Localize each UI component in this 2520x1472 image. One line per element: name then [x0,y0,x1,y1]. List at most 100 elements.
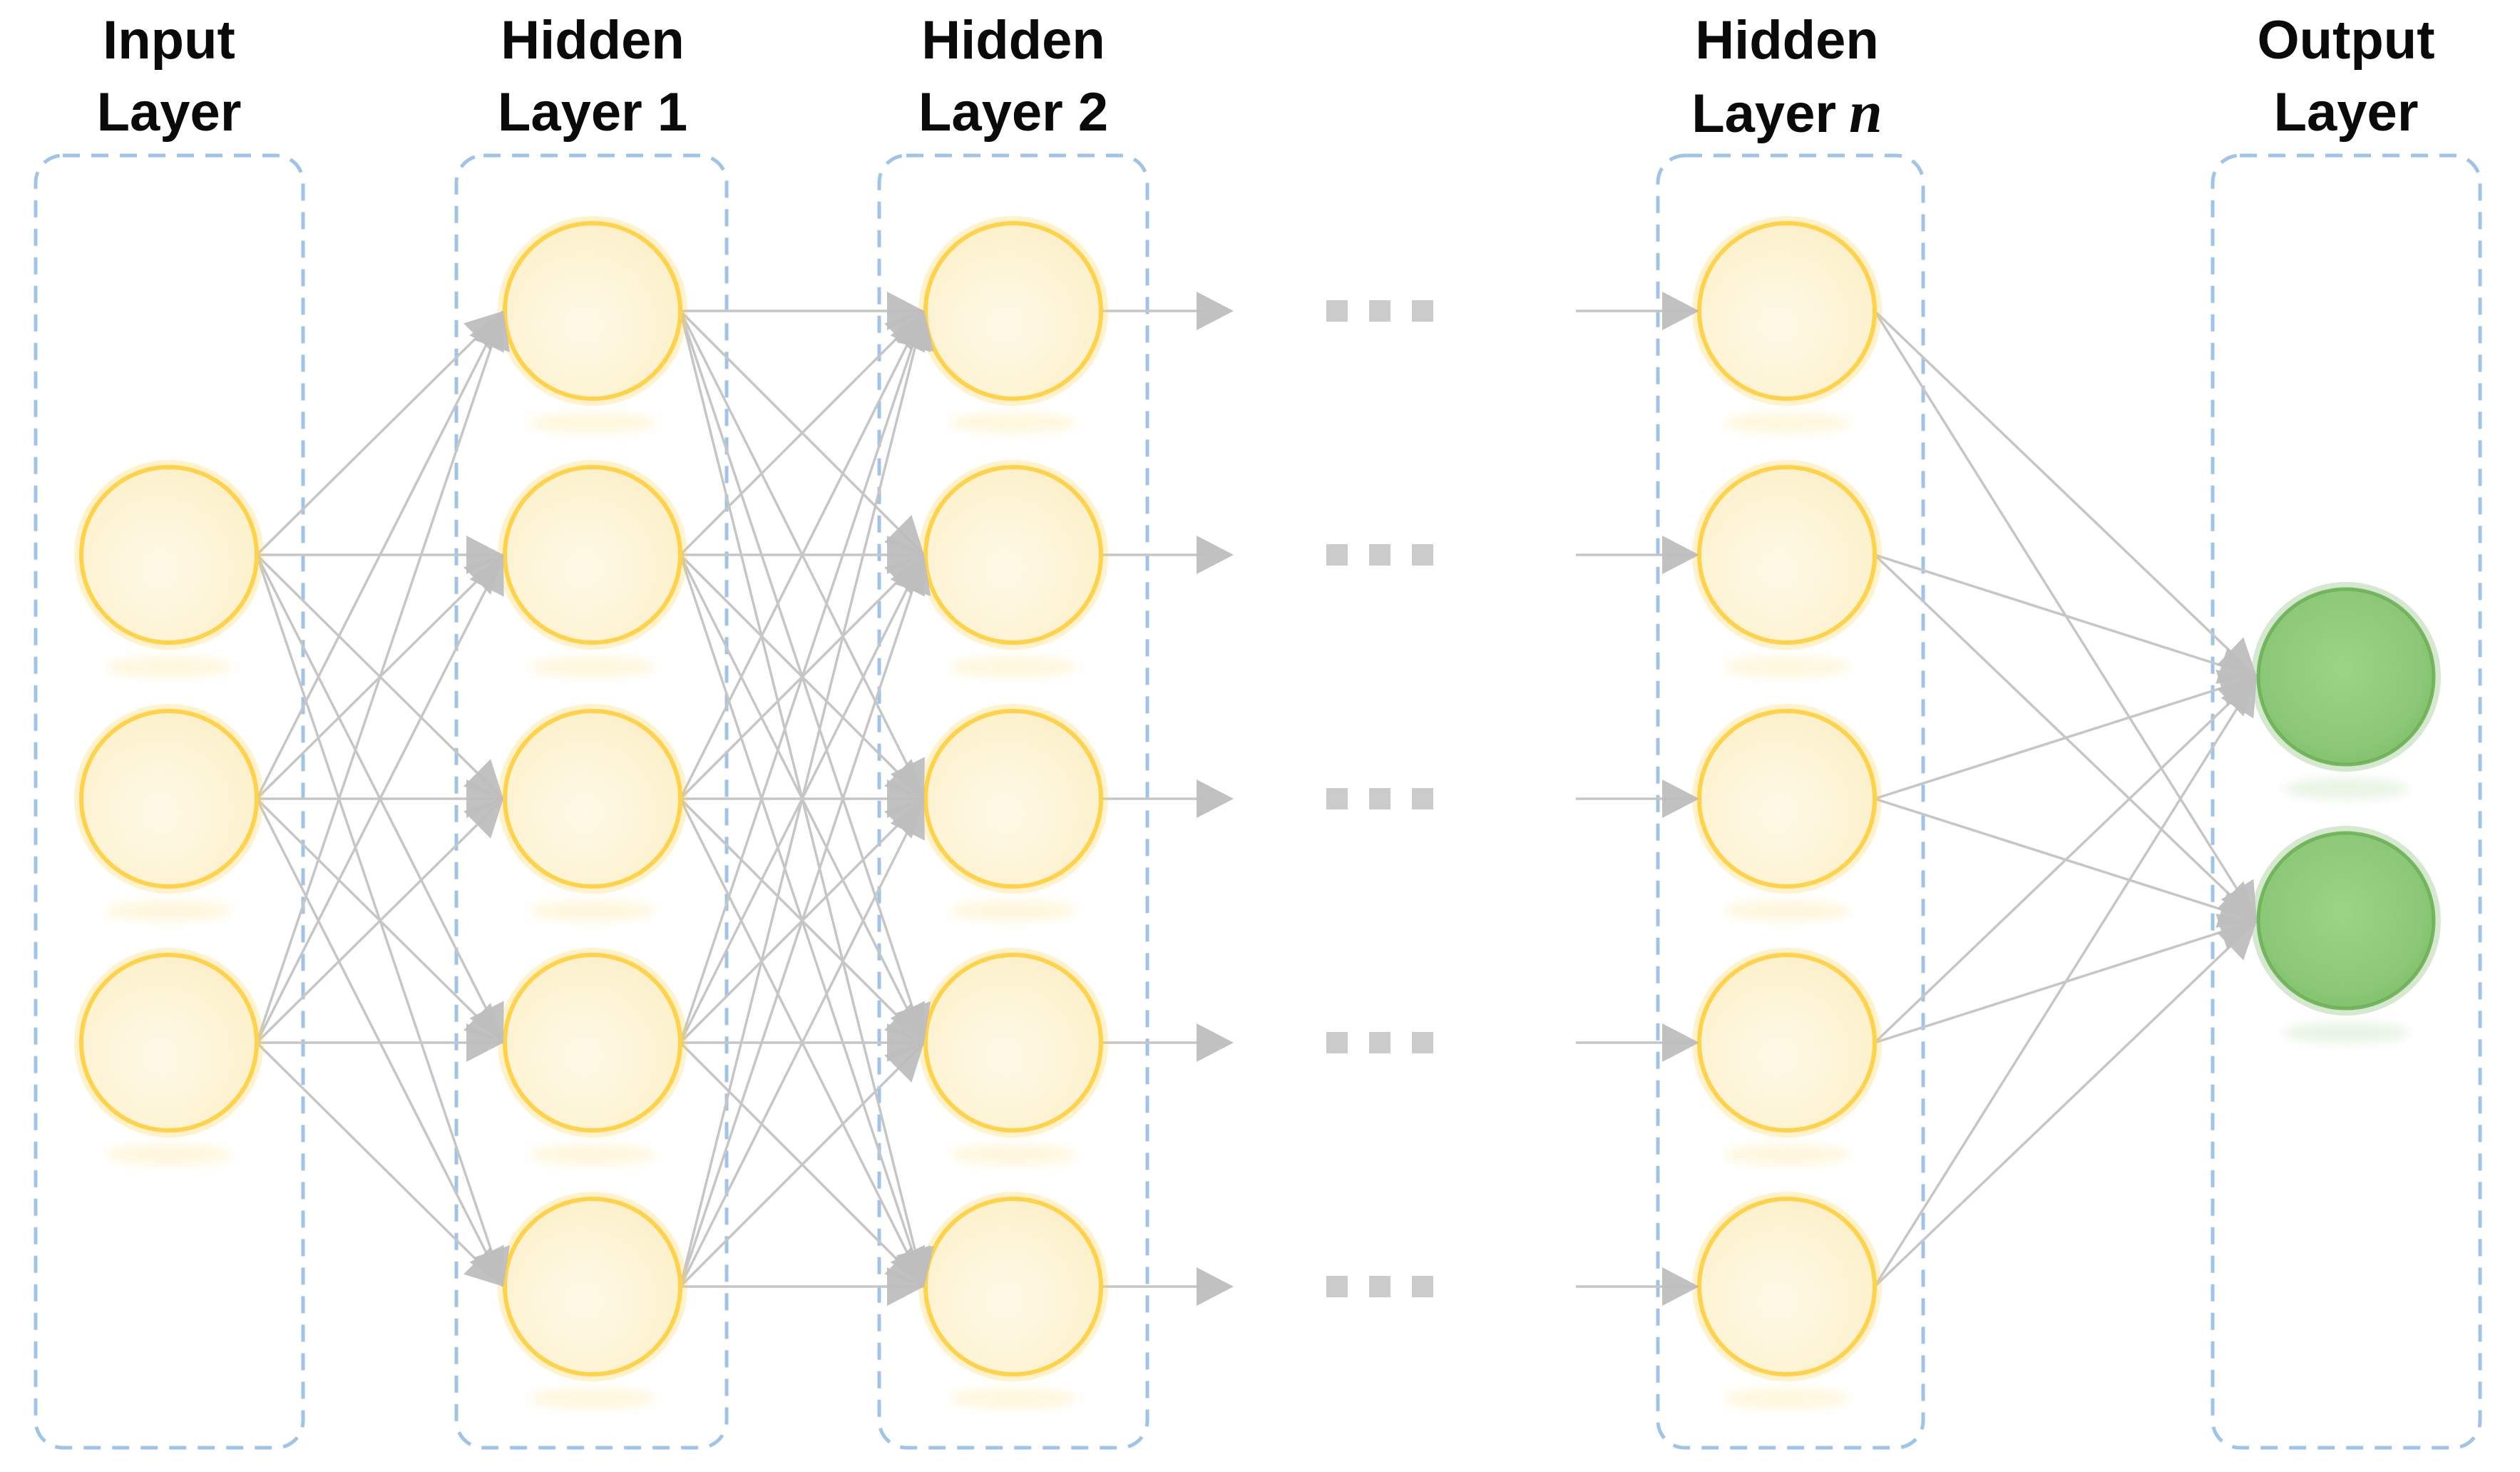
node-reflection [529,1144,656,1165]
label-text: Layer 1 [497,82,688,143]
layer-label-hidden-2: Hidden Layer 2 [918,4,1108,148]
connection-line [1873,676,2258,1287]
neuron-node-hidden-n [1697,465,1877,645]
node-reflection [1723,656,1850,678]
node-reflection [2283,1022,2409,1043]
layer-boxes [34,153,2482,1450]
layer-label-line1: Hidden [501,10,685,71]
neuron-node-hidden-2 [923,221,1103,401]
node-reflection [1723,900,1850,921]
ellipsis-square-icon [1412,544,1433,566]
connection-line [255,310,505,1043]
node-reflection [950,1144,1077,1165]
connection-line [255,310,505,799]
connection-line [255,554,505,1043]
neuron-node-input [79,709,259,889]
node-reflection [106,1144,232,1165]
node-reflection [106,656,232,678]
layer-label-line1: Output [2257,10,2435,71]
layer-box-input [34,153,305,1450]
arrowhead-icon [2216,921,2257,961]
node-glow [74,704,264,894]
layer-label-output: Output Layer [2257,4,2434,148]
layer-box-output [2211,153,2482,1450]
layer-box-hidden-2 [877,153,1149,1450]
neuron-node-hidden-n [1697,1197,1877,1376]
layer-label-line2: Layer [2257,76,2434,148]
arrowhead-icon [1197,1267,1234,1306]
ellipsis-marks [1326,300,1433,1297]
connection-line [1873,919,2258,1288]
node-reflection [950,1388,1077,1409]
arrowhead-icon [1662,292,1699,330]
neuron-node-hidden-2 [923,953,1103,1133]
connection-line [255,1041,505,1288]
arrowhead-icon [1197,536,1234,574]
node-reflection [1723,1388,1850,1409]
neuron-node-hidden-1 [503,709,682,889]
connection-line [1874,675,2258,800]
neuron-node-hidden-1 [503,953,682,1133]
node-reflection [1723,412,1850,434]
ellipsis-square-icon [1412,788,1433,809]
node-glow [498,1192,687,1381]
node-reflection [529,900,656,921]
layer-label-line1: Hidden [1695,10,1879,71]
node-reflection [529,412,656,434]
connection-line [1873,310,2258,678]
node-glow [498,216,687,406]
connection-line [679,798,926,1287]
label-text: Layer 2 [918,82,1109,143]
arrowhead-icon [887,1267,924,1306]
neuron-nodes [74,216,2441,1409]
connection-line [679,310,926,799]
ellipsis-square-icon [1412,300,1433,322]
arrowhead-icon [463,1247,503,1287]
arrowhead-icon [890,799,925,841]
label-text: Layer [2273,82,2419,143]
connection-line [255,797,505,1044]
connection-line [1873,675,2258,1044]
node-reflection [529,656,656,678]
ellipsis-square-icon [1369,788,1390,809]
arrowhead-icon [469,555,504,597]
node-reflection [950,656,1077,678]
ellipsis-square-icon [1369,300,1390,322]
layer-label-line1: Input [103,10,235,71]
layer-label-input: Input Layer [97,4,242,148]
layer-label-line1: Hidden [921,10,1105,71]
arrowhead-icon [896,311,934,352]
arrowhead-icon [893,555,931,596]
label-text: Layer [1691,83,1837,144]
arrowhead-icon [466,1023,503,1062]
connection-line [679,310,926,1043]
neuron-node-hidden-n [1697,221,1877,401]
connection-line [679,1041,926,1288]
connection-line [679,310,926,556]
node-glow [74,460,264,650]
ellipsis-square-icon [1369,544,1390,566]
label-math-symbol: n [1849,79,1883,145]
arrowhead-icon [1197,780,1234,818]
ellipsis-square-icon [1412,1276,1433,1297]
neuron-node-hidden-n [1697,953,1877,1133]
node-glow [74,948,264,1138]
layer-box-hidden-n [1656,153,1925,1450]
arrowhead-icon [1662,780,1699,818]
neuron-node-input [79,953,259,1133]
arrowhead-icon [1662,1267,1699,1306]
connection-line [1874,553,2258,678]
neuron-node-hidden-2 [923,465,1103,645]
layer-label-line2: Layer 2 [918,76,1108,148]
arrowhead-icon [884,1043,924,1083]
arrowheads [463,292,2257,1306]
ellipsis-square-icon [1412,1032,1433,1053]
ellipsis-square-icon [1326,788,1348,809]
node-reflection [950,412,1077,434]
arrowhead-icon [463,799,503,839]
arrowhead-icon [1197,1023,1234,1062]
node-reflection [106,900,232,921]
